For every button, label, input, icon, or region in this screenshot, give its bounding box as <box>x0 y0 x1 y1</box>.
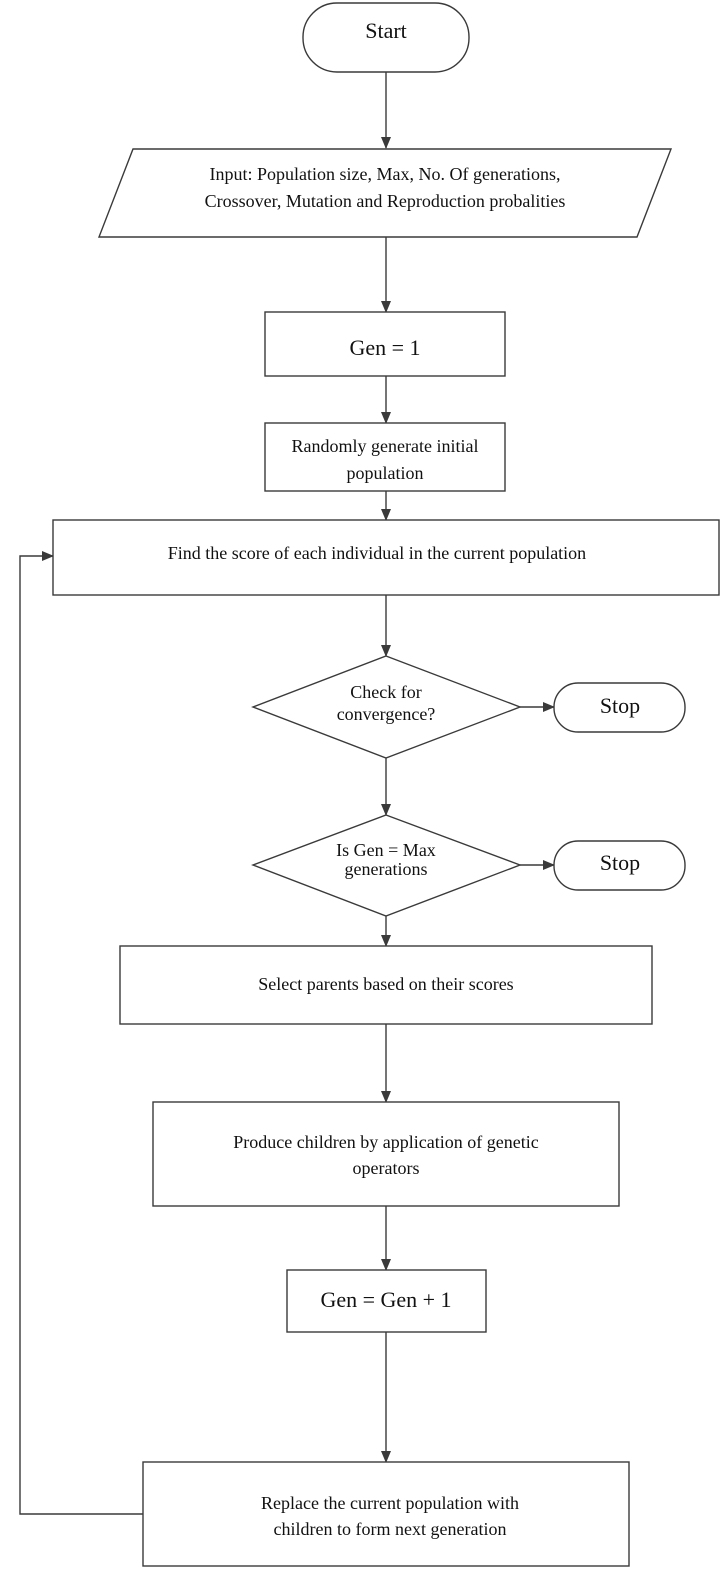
find-score-box <box>52 519 720 596</box>
stop-2-terminal <box>553 840 686 891</box>
node-start: Start <box>302 2 470 73</box>
input-label-line-1: Input: Population size, Max, No. Of gene… <box>210 164 561 184</box>
stop-1-terminal <box>553 682 686 733</box>
select-parents-label: Select parents based on their scores <box>258 974 513 994</box>
init-pop-box <box>264 422 506 492</box>
init-pop-label-line-1: Randomly generate initial <box>292 436 479 456</box>
check-convergence-label-line-2: convergence? <box>337 704 436 724</box>
produce-children-label-line-1: Produce children by application of genet… <box>233 1132 538 1152</box>
replace-population-label-line-1: Replace the current population with <box>261 1493 519 1513</box>
start-label: Start <box>365 18 407 43</box>
select-parents-box <box>119 945 653 1025</box>
node-init-pop: Randomly generate initial population <box>264 422 506 492</box>
gen-init-label: Gen = 1 <box>349 335 420 360</box>
produce-children-label-line-2: operators <box>353 1158 420 1178</box>
gen-increment-box <box>286 1269 487 1333</box>
edge-loop-replace-to-find-score <box>19 551 143 1515</box>
node-replace-population: Replace the current population with chil… <box>142 1461 630 1567</box>
node-gen-init: Gen = 1 <box>264 311 506 377</box>
input-label-line-2: Crossover, Mutation and Reproduction pro… <box>205 191 566 211</box>
replace-population-label-line-2: children to form next generation <box>274 1519 507 1539</box>
node-check-max-gen: Is Gen = Max generations <box>251 814 522 917</box>
node-input: Input: Population size, Max, No. Of gene… <box>97 148 673 238</box>
gen-init-box <box>264 311 506 377</box>
check-convergence-diamond <box>251 655 522 759</box>
node-stop-2: Stop <box>553 840 686 891</box>
check-max-gen-label-line-1: Is Gen = Max <box>336 840 436 860</box>
edges <box>19 72 555 1515</box>
find-score-label: Find the score of each individual in the… <box>168 543 586 563</box>
input-parallelogram <box>97 148 673 238</box>
replace-population-box <box>142 1461 630 1567</box>
check-max-gen-diamond <box>251 814 522 917</box>
stop-2-label: Stop <box>600 850 640 875</box>
init-pop-label-line-2: population <box>347 463 424 483</box>
check-convergence-label-line-1: Check for <box>350 682 421 702</box>
produce-children-box <box>152 1101 620 1207</box>
node-gen-increment: Gen = Gen + 1 <box>286 1269 487 1333</box>
node-find-score: Find the score of each individual in the… <box>52 519 720 596</box>
node-check-convergence: Check for convergence? <box>251 655 522 759</box>
check-max-gen-label-line-2: generations <box>345 859 428 879</box>
stop-1-label: Stop <box>600 693 640 718</box>
start-terminal <box>302 2 470 73</box>
gen-increment-label: Gen = Gen + 1 <box>320 1287 451 1312</box>
node-select-parents: Select parents based on their scores <box>119 945 653 1025</box>
node-produce-children: Produce children by application of genet… <box>152 1101 620 1207</box>
node-stop-1: Stop <box>553 682 686 733</box>
